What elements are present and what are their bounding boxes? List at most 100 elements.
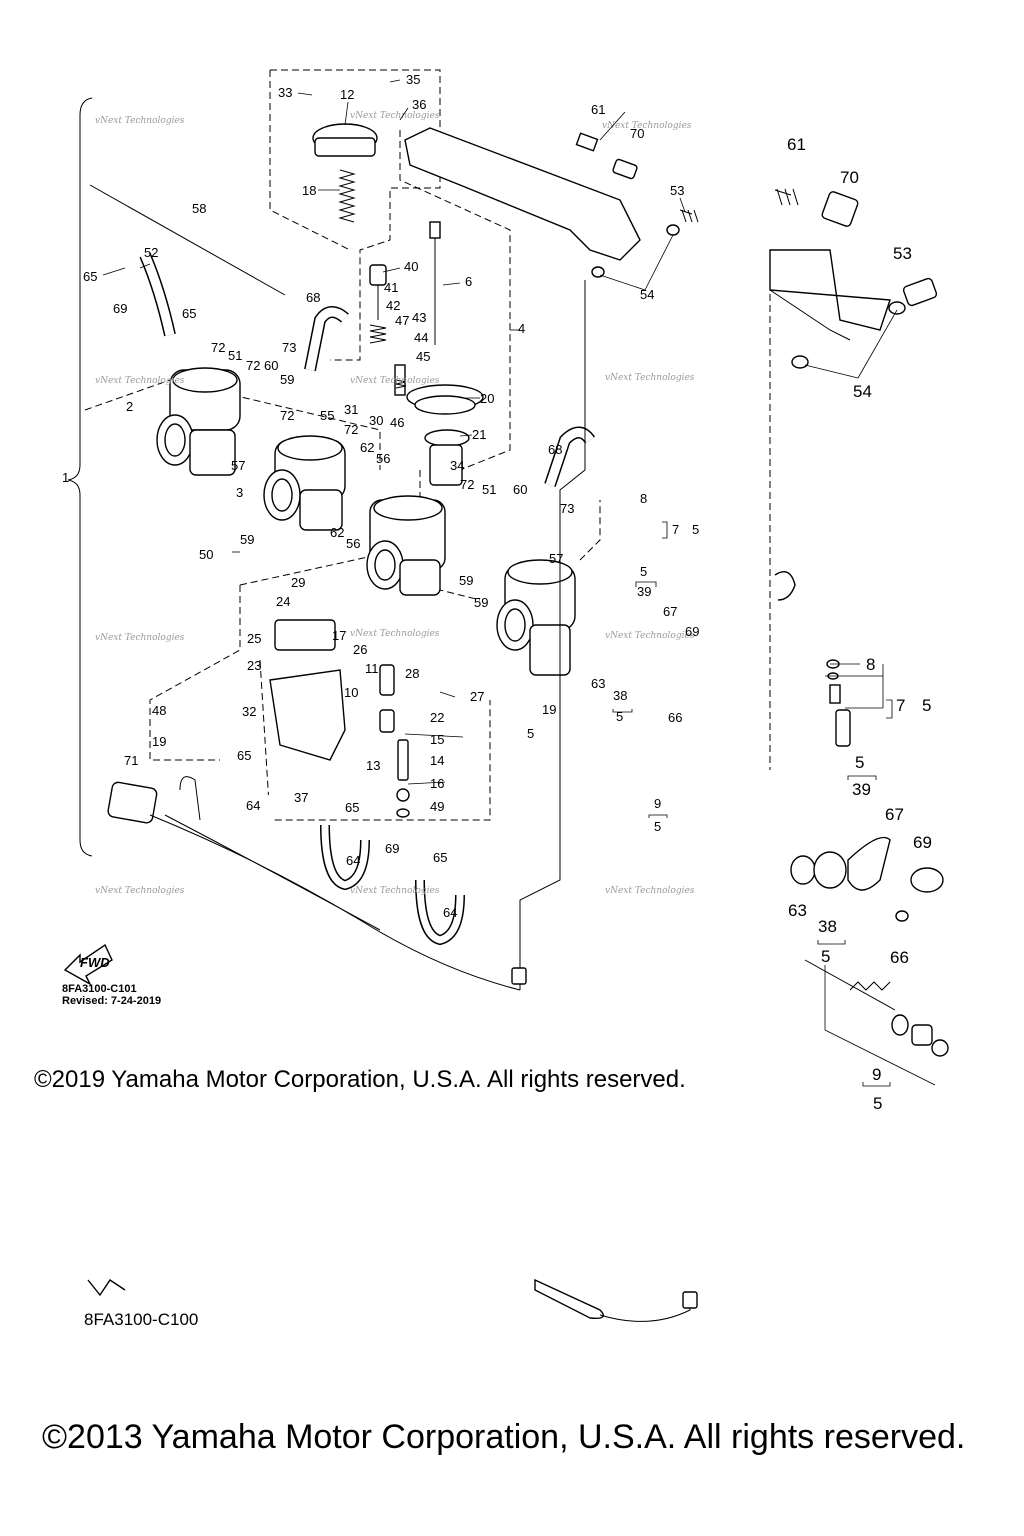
- label-45: 45: [416, 349, 430, 364]
- label-8-zoom: 8: [866, 655, 875, 674]
- label-38: 38: [613, 688, 627, 703]
- svg-text:vNext Technologies: vNext Technologies: [95, 886, 185, 896]
- carburetor-body-1: [156, 367, 241, 476]
- label-37: 37: [294, 790, 308, 805]
- needle-parts: [369, 221, 441, 396]
- label-60b: 60: [513, 482, 527, 497]
- hoses: [139, 252, 595, 946]
- label-57a: 57: [231, 458, 245, 473]
- label-36: 36: [412, 97, 426, 112]
- drawing-number: 8FA3100-C101: [62, 983, 137, 995]
- label-69b: 69: [385, 841, 399, 856]
- label-5b: 5: [527, 726, 534, 741]
- label-72c: 72: [246, 358, 260, 373]
- label-49: 49: [430, 799, 444, 814]
- label-27: 27: [470, 689, 484, 704]
- svg-text:vNext Technologies: vNext Technologies: [350, 886, 440, 896]
- label-50: 50: [199, 547, 213, 562]
- label-56a: 56: [376, 451, 390, 466]
- label-35: 35: [406, 72, 420, 87]
- label-20: 20: [480, 391, 494, 406]
- label-73a: 73: [282, 340, 296, 355]
- part-labels: 1 2 3 4 5 6 7 8 9 10 11 12 13 14 15 16 1…: [62, 72, 932, 1113]
- label-4: 4: [518, 321, 525, 336]
- label-63-zoom: 63: [788, 901, 807, 920]
- label-43: 43: [412, 310, 426, 325]
- label-5d: 5: [616, 709, 623, 724]
- label-21: 21: [472, 427, 486, 442]
- label-63: 63: [591, 676, 605, 691]
- label-58: 58: [192, 201, 206, 216]
- label-69c: 69: [685, 624, 699, 639]
- label-39: 39: [637, 584, 651, 599]
- svg-text:FWD: FWD: [80, 955, 110, 970]
- label-15: 15: [430, 732, 444, 747]
- label-41: 41: [384, 280, 398, 295]
- label-5c: 5: [640, 564, 647, 579]
- label-56b: 56: [346, 536, 360, 551]
- drawing-code-primary: 8FA3100-C101 Revised: 7-24-2019: [62, 983, 161, 1007]
- label-59a: 59: [280, 372, 294, 387]
- label-57b: 57: [549, 551, 563, 566]
- label-67: 67: [663, 604, 677, 619]
- label-72d: 72: [280, 408, 294, 423]
- label-38-zoom: 38: [818, 917, 837, 936]
- label-72a: 72: [211, 340, 225, 355]
- svg-text:vNext Technologies: vNext Technologies: [95, 376, 185, 386]
- label-51a: 51: [228, 348, 242, 363]
- label-68a: 68: [306, 290, 320, 305]
- label-59d: 59: [240, 532, 254, 547]
- label-65d: 65: [345, 800, 359, 815]
- label-69-zoom: 69: [913, 833, 932, 852]
- label-54: 54: [640, 287, 654, 302]
- label-32: 32: [242, 704, 256, 719]
- label-22: 22: [430, 710, 444, 725]
- label-64a: 64: [246, 798, 260, 813]
- svg-text:vNext Technologies: vNext Technologies: [605, 886, 695, 896]
- float-bowl-group: [269, 619, 410, 818]
- label-19b: 19: [542, 702, 556, 717]
- label-62a: 62: [360, 440, 374, 455]
- label-62b: 62: [330, 525, 344, 540]
- revision-date: Revised: 7-24-2019: [62, 995, 162, 1007]
- svg-text:vNext Technologies: vNext Technologies: [95, 633, 185, 643]
- label-23: 23: [247, 658, 261, 673]
- rod-58: [89, 184, 286, 296]
- leader-lines: [102, 79, 898, 785]
- label-51b: 51: [482, 482, 496, 497]
- label-70: 70: [630, 126, 644, 141]
- label-66-zoom: 66: [890, 948, 909, 967]
- label-59c: 59: [474, 595, 488, 610]
- label-64b: 64: [346, 853, 360, 868]
- label-33: 33: [278, 85, 292, 100]
- assembly-bracket: [67, 97, 93, 857]
- label-17: 17: [332, 628, 346, 643]
- svg-text:vNext Technologies: vNext Technologies: [605, 631, 695, 641]
- mounting-bracket: [404, 127, 699, 278]
- label-40: 40: [404, 259, 418, 274]
- label-5-zoom-c: 5: [821, 947, 830, 966]
- fwd-arrow-icon: FWD: [63, 943, 113, 986]
- label-14: 14: [430, 753, 444, 768]
- label-9: 9: [654, 796, 661, 811]
- label-54-zoom: 54: [853, 382, 872, 401]
- label-3: 3: [236, 485, 243, 500]
- partial-second-diagram: [87, 1278, 698, 1322]
- svg-text:vNext Technologies: vNext Technologies: [350, 111, 440, 121]
- label-70-zoom: 70: [840, 168, 859, 187]
- wiring-harness: [107, 280, 586, 991]
- label-48: 48: [152, 703, 166, 718]
- label-65e: 65: [433, 850, 447, 865]
- label-7-zoom: 7: [896, 696, 905, 715]
- label-31: 31: [344, 402, 358, 417]
- svg-text:vNext Technologies: vNext Technologies: [350, 629, 440, 639]
- carburetor-body-3: [366, 495, 446, 596]
- label-64c: 64: [443, 905, 457, 920]
- label-25: 25: [247, 631, 261, 646]
- carburetor-body-4: [496, 559, 576, 676]
- label-69a: 69: [113, 301, 127, 316]
- label-73b: 73: [560, 501, 574, 516]
- label-8: 8: [640, 491, 647, 506]
- label-13: 13: [366, 758, 380, 773]
